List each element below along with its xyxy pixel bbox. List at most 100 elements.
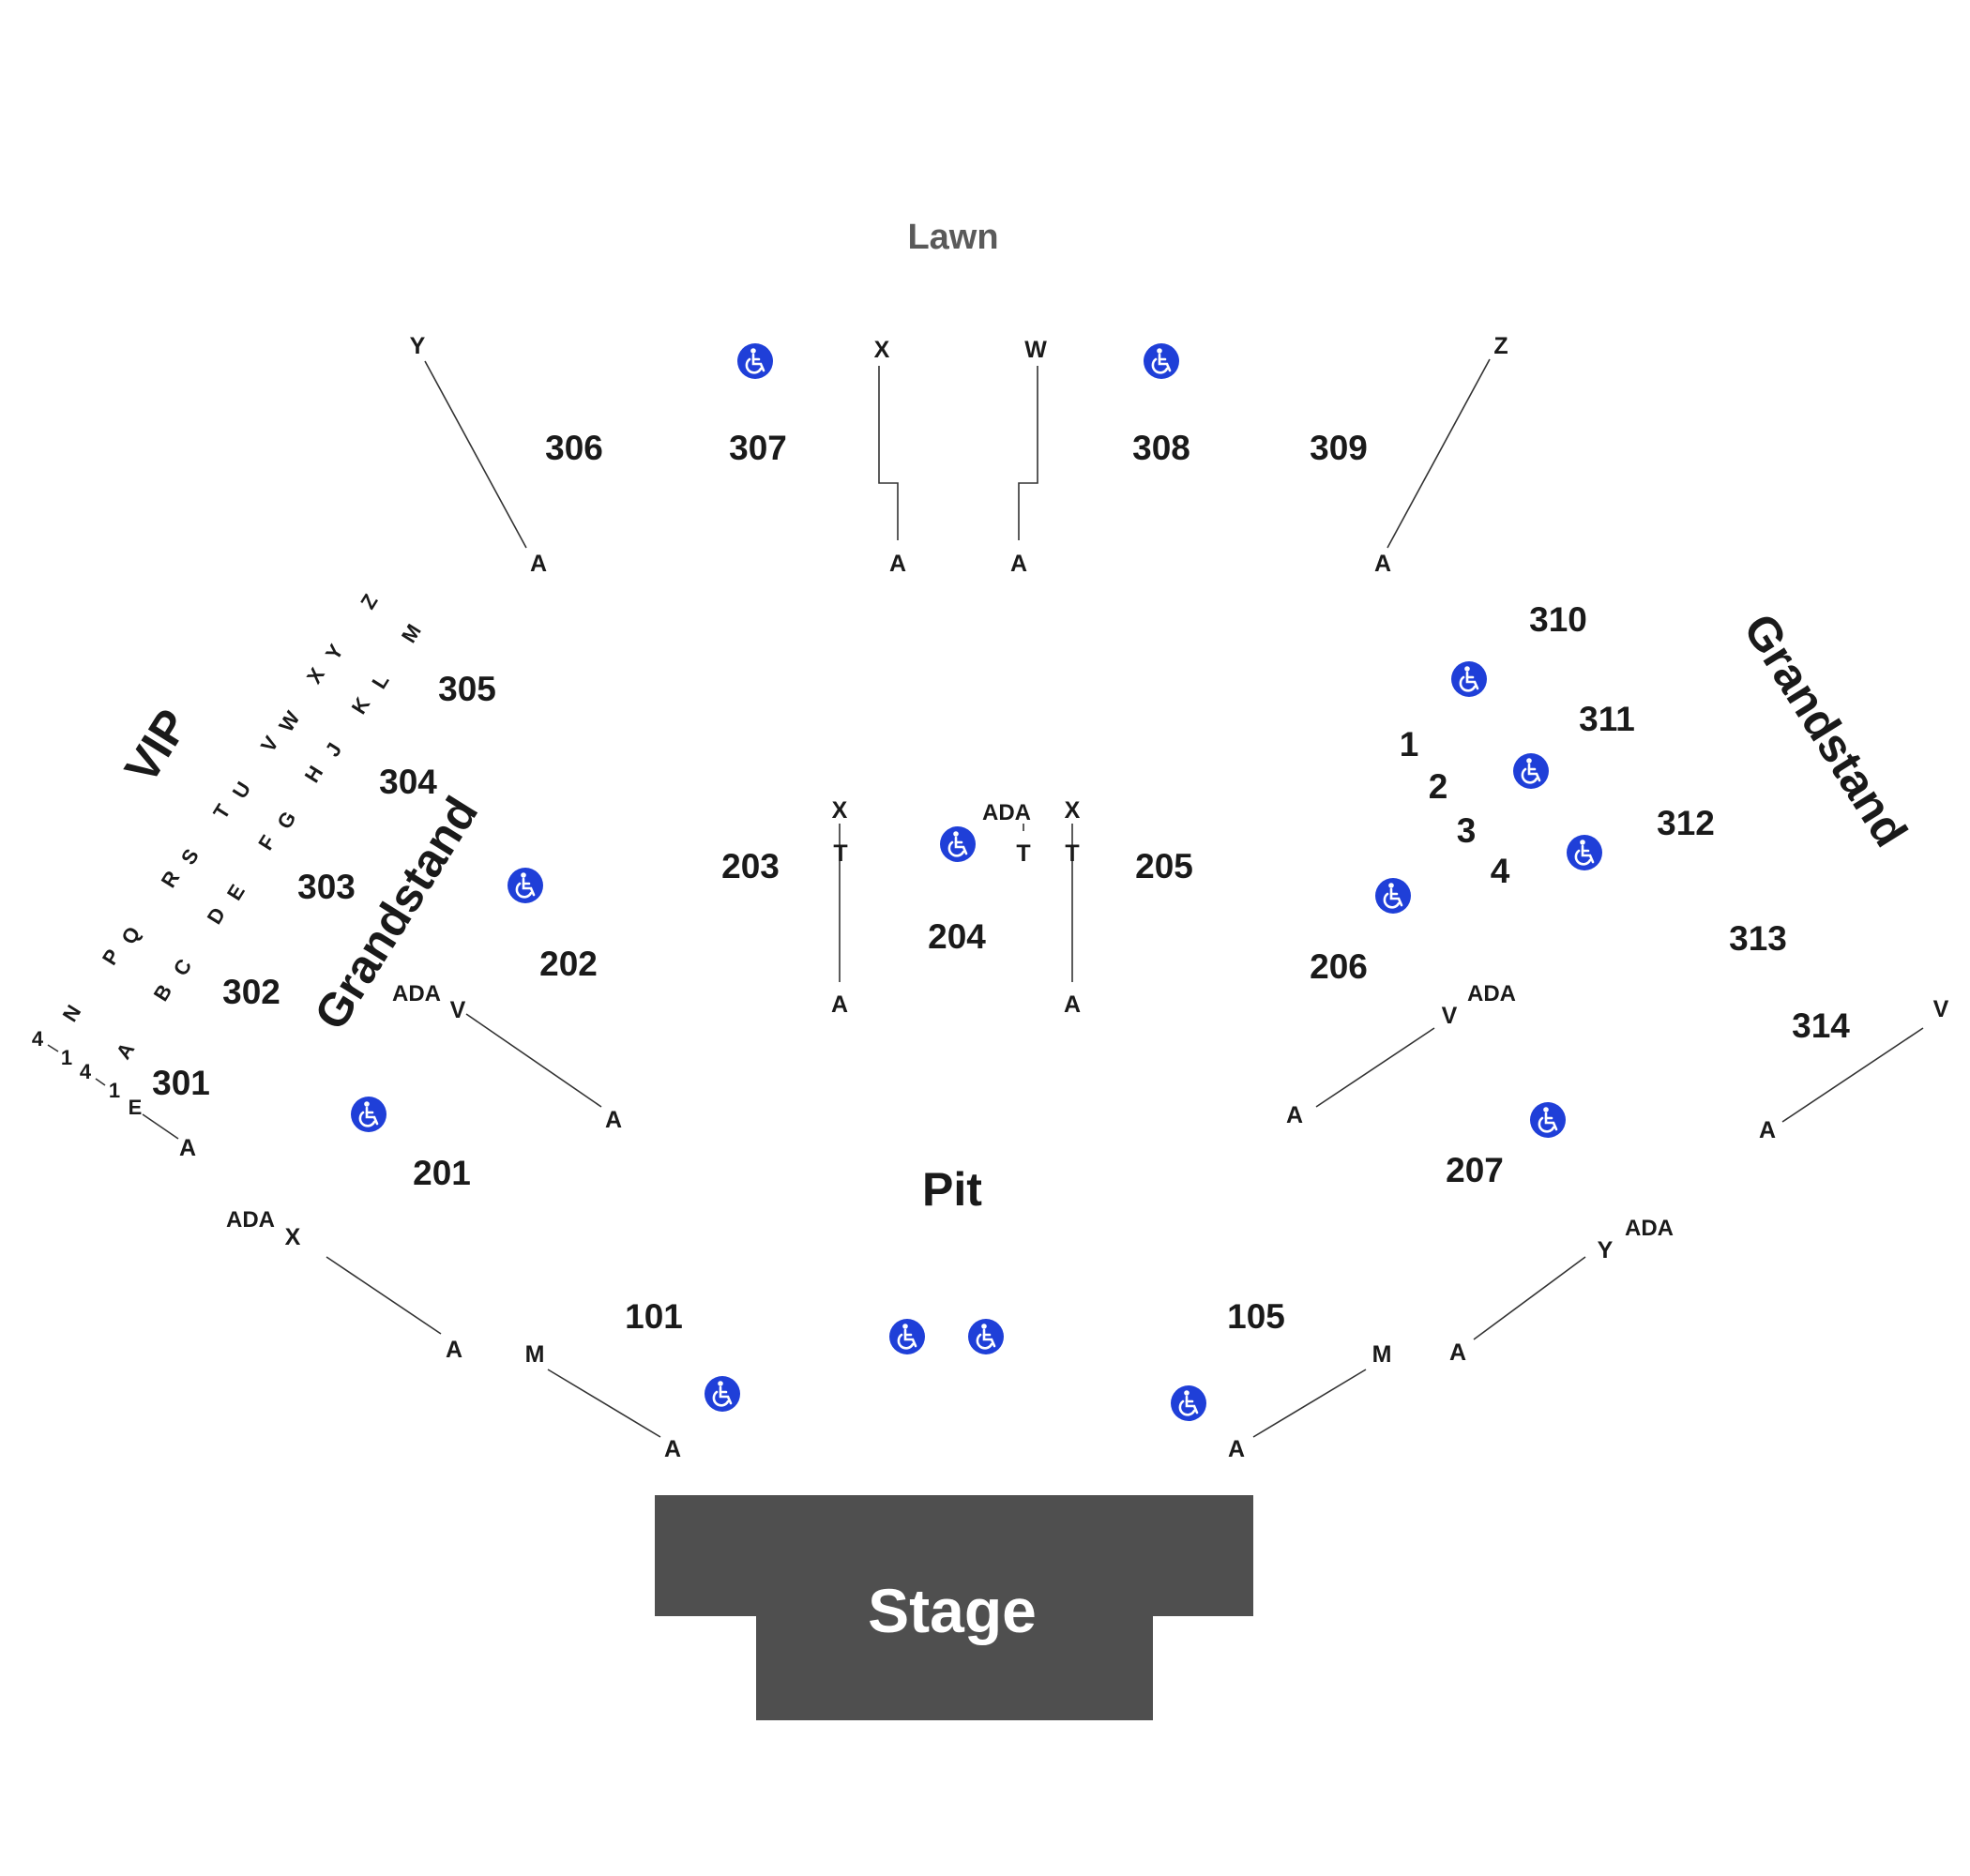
row-label-V: V (450, 997, 466, 1023)
row-label-G: G (272, 807, 300, 833)
section-309[interactable]: 309 (1310, 429, 1368, 467)
row-label-S: S (176, 844, 204, 869)
row-line-309 (1387, 358, 1491, 549)
row-label-X: X (1065, 797, 1081, 824)
row-label-2: 2 (1429, 767, 1448, 806)
row-label-T: T (1065, 840, 1079, 867)
row-label-X: X (302, 663, 329, 688)
row-label-A: A (605, 1107, 622, 1133)
wheelchair-icon (1511, 751, 1551, 791)
row-label-A: A (1228, 1436, 1245, 1462)
row-label-J: J (321, 738, 347, 761)
row-label-A: A (1759, 1117, 1776, 1143)
row-line-105 (1252, 1369, 1367, 1438)
section-301[interactable]: 301 (152, 1064, 210, 1102)
row-line-201 (326, 1256, 442, 1335)
row-label-B: B (149, 980, 177, 1006)
section-314[interactable]: 314 (1792, 1006, 1850, 1045)
pit-label[interactable]: Pit (922, 1163, 982, 1216)
section-206[interactable]: 206 (1310, 947, 1368, 986)
section-204[interactable]: 204 (928, 917, 986, 956)
row-label-4: 4 (32, 1027, 44, 1051)
row-line-207 (1473, 1256, 1586, 1340)
wheelchair-icon (735, 341, 775, 381)
section-311[interactable]: 311 (1579, 700, 1635, 738)
grandstand-right-label: Grandstand (1734, 605, 1917, 856)
section-307[interactable]: 307 (729, 429, 787, 467)
row-label-M: M (1372, 1341, 1392, 1368)
section-308[interactable]: 308 (1132, 429, 1190, 467)
row-label-A: A (530, 551, 547, 577)
section-101[interactable]: 101 (625, 1297, 683, 1336)
section-310[interactable]: 310 (1529, 600, 1587, 639)
row-label-N: N (58, 1001, 86, 1026)
row-label-W: W (1024, 337, 1047, 363)
wheelchair-icon (1528, 1100, 1568, 1140)
wheelchair-icon (966, 1317, 1006, 1356)
section-302[interactable]: 302 (222, 973, 280, 1011)
row-line-314 (1781, 1027, 1924, 1123)
ada-label: ADA (392, 981, 441, 1006)
row-line-307 (878, 366, 899, 540)
row-label-X: X (285, 1224, 301, 1250)
ada-label: ADA (226, 1207, 275, 1233)
row-label-Z: Z (356, 590, 382, 613)
row-label-D: D (203, 903, 231, 929)
ada-label: ADA (1625, 1216, 1674, 1241)
row-line-308 (1018, 366, 1038, 540)
wheelchair-icon (703, 1374, 742, 1414)
section-202[interactable]: 202 (539, 945, 598, 983)
wheelchair-icon (887, 1317, 927, 1356)
row-label-V: V (1933, 996, 1949, 1022)
row-label-1: 1 (1400, 725, 1419, 764)
row-label-Z: Z (1493, 333, 1508, 359)
section-305[interactable]: 305 (438, 670, 496, 708)
row-label-P: P (98, 945, 125, 969)
row-label-Y: Y (1598, 1237, 1614, 1263)
row-label-X: X (832, 797, 848, 824)
lawn-label: Lawn (907, 218, 998, 257)
row-label-Y: Y (410, 333, 426, 359)
ada-label: ADA (1467, 981, 1516, 1006)
row-label-U: U (228, 778, 256, 803)
row-label-X: X (874, 337, 890, 363)
row-label-L: L (367, 670, 393, 693)
row-line-301 (142, 1113, 179, 1140)
section-201[interactable]: 201 (413, 1154, 471, 1192)
row-label-A: A (664, 1436, 681, 1462)
section-312[interactable]: 312 (1657, 804, 1715, 842)
row-label-C: C (169, 955, 197, 980)
row-label-M: M (525, 1341, 545, 1368)
row-label-A: A (1286, 1102, 1303, 1128)
row-dash (95, 1078, 106, 1086)
section-306[interactable]: 306 (545, 429, 603, 467)
section-313[interactable]: 313 (1729, 919, 1787, 958)
wheelchair-icon (1169, 1384, 1208, 1423)
stage (655, 1495, 1253, 1720)
row-label-K: K (347, 693, 375, 719)
wheelchair-icon (506, 866, 545, 905)
row-label-T: T (208, 799, 235, 823)
section-303[interactable]: 303 (297, 868, 356, 906)
section-304[interactable]: 304 (379, 763, 437, 801)
row-label-A: A (1010, 551, 1027, 577)
row-label-V: V (256, 732, 283, 756)
row-label-A: A (112, 1038, 140, 1064)
row-label-A: A (889, 551, 906, 577)
section-105[interactable]: 105 (1227, 1297, 1285, 1336)
row-label-T: T (1016, 840, 1030, 867)
row-label-A: A (831, 991, 848, 1018)
wheelchair-icon (1449, 659, 1489, 699)
row-label-A: A (1064, 991, 1081, 1018)
row-label-Y: Y (321, 640, 348, 664)
section-203[interactable]: 203 (721, 847, 780, 885)
section-207[interactable]: 207 (1446, 1151, 1504, 1189)
stage-label: Stage (868, 1576, 1037, 1645)
row-label-A: A (179, 1135, 196, 1161)
wheelchair-icon (1373, 876, 1413, 915)
vip-label: VIP (114, 700, 199, 792)
row-label-1: 1 (109, 1079, 120, 1102)
section-205[interactable]: 205 (1135, 847, 1193, 885)
row-line-202 (465, 1013, 602, 1108)
